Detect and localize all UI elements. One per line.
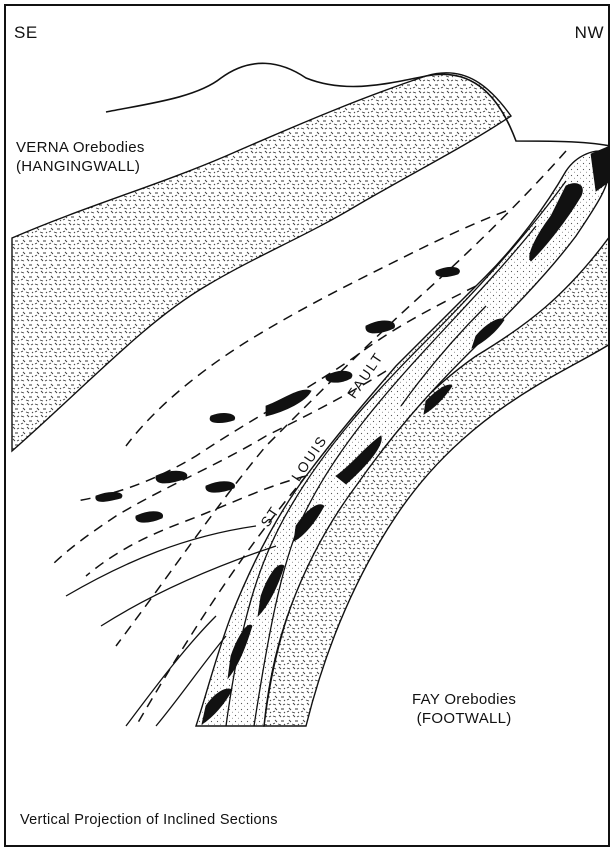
footwall-label-line1: FAY Orebodies [412, 690, 516, 709]
footwall-label-line2: (FOOTWALL) [412, 709, 516, 728]
diagram-frame: ST LOUIS FAULT SE NW VERNA Orebodies (HA… [4, 4, 610, 847]
hangingwall-label-line2: (HANGINGWALL) [16, 157, 145, 176]
direction-label-nw: NW [575, 23, 604, 42]
hangingwall-label-line1: VERNA Orebodies [16, 138, 145, 157]
cross-section-drawing: ST LOUIS FAULT [6, 6, 610, 847]
figure-caption: Vertical Projection of Inclined Sections [20, 811, 278, 830]
direction-label-se: SE [14, 23, 38, 42]
footwall-label: FAY Orebodies (FOOTWALL) [412, 690, 516, 728]
hangingwall-label: VERNA Orebodies (HANGINGWALL) [16, 138, 145, 176]
